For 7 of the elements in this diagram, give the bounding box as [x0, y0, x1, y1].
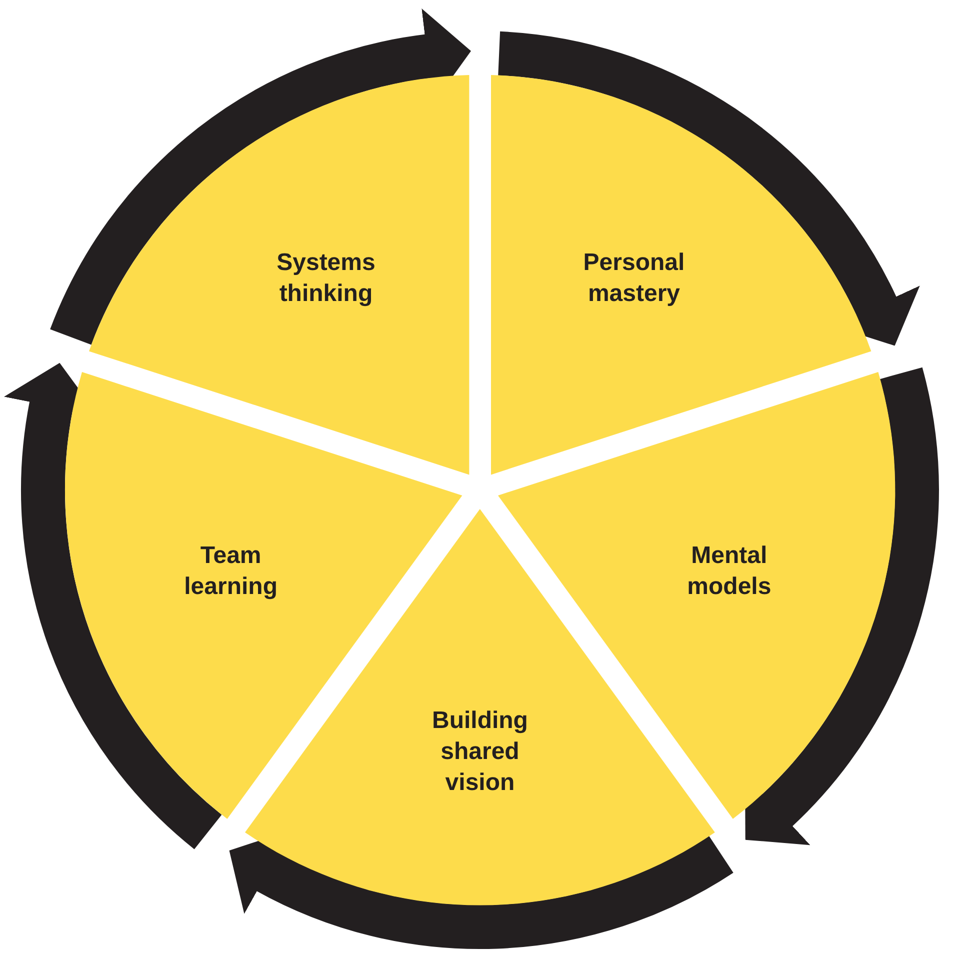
slice-label: Team learning	[183, 540, 278, 602]
slice-label: Building shared vision	[430, 706, 529, 799]
slice-label: Mental models	[686, 540, 772, 602]
slice-label: Systems thinking	[276, 248, 376, 310]
pie-slice	[491, 75, 872, 475]
slice-label: Personal mastery	[582, 248, 686, 310]
pie-slice	[88, 75, 469, 475]
